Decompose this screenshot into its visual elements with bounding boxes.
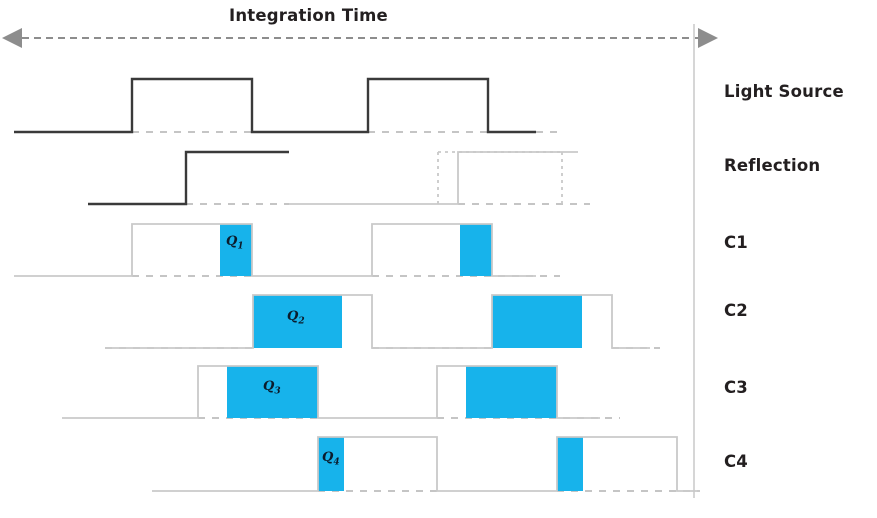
charge-fill: [557, 437, 583, 491]
row-label-c1: C1: [724, 233, 748, 252]
waveform-reflection: [88, 150, 590, 206]
charge-label-q3: Q3: [263, 379, 281, 397]
ghost-pulse: [437, 151, 563, 204]
row-label-c4: C4: [724, 452, 748, 471]
waveform-c4: [152, 436, 700, 492]
waveform-c3: [62, 365, 620, 419]
charge-fill: [460, 224, 492, 276]
charge-label-q4: Q4: [322, 450, 340, 468]
charge-fill: [253, 295, 342, 348]
charge-fill: [220, 224, 252, 276]
waveform-c2: [105, 294, 660, 349]
charge-label-q1: Q1: [226, 234, 244, 252]
row-label-reflection: Reflection: [724, 156, 821, 175]
waveform-trace: [152, 436, 700, 492]
waveform-c1: [14, 223, 560, 277]
row-label-light-source: Light Source: [724, 82, 844, 101]
waveform-trace: [88, 150, 289, 206]
waveform-trace: [62, 365, 600, 419]
waveform-light-source: [14, 77, 560, 134]
row-label-c3: C3: [724, 378, 748, 397]
charge-fill: [492, 295, 582, 348]
waveform-trace: [289, 151, 578, 205]
figure-title: Integration Time: [229, 6, 388, 25]
charge-label-q2: Q2: [287, 309, 305, 327]
charge-fill: [227, 366, 318, 418]
waveform-trace: [105, 294, 650, 349]
waveform-trace: [14, 77, 536, 134]
waveform-layer: [14, 77, 700, 492]
charge-fill: [318, 437, 344, 491]
charge-fill: [466, 366, 557, 418]
row-label-c2: C2: [724, 301, 748, 320]
waveform-trace: [14, 223, 536, 277]
